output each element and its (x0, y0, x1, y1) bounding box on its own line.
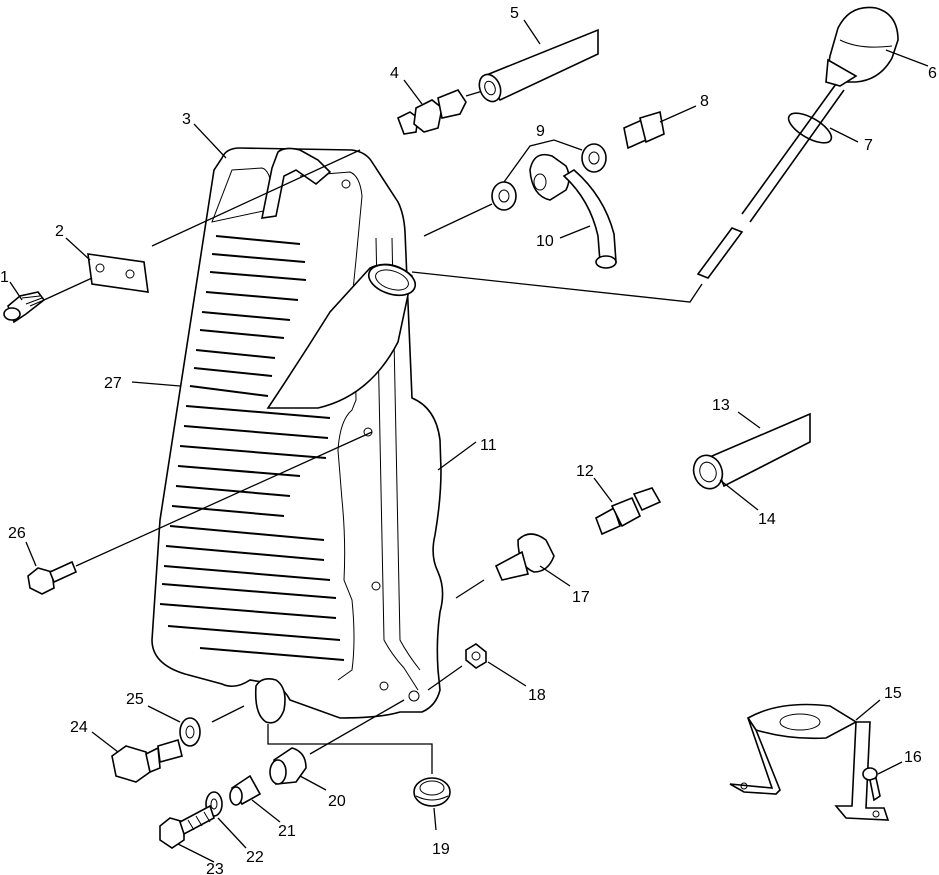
part-9-washers (491, 143, 607, 211)
callout-10: 10 (536, 233, 554, 250)
part-1-screw (3, 291, 46, 324)
part-25-washer (179, 717, 201, 747)
part-17-fitting (494, 533, 555, 581)
callout-23: 23 (206, 861, 224, 875)
callout-9: 9 (536, 123, 545, 140)
assembly-line-25 (211, 705, 245, 723)
callout-11: 11 (480, 437, 497, 454)
part-20-bushing (269, 747, 307, 785)
part-21-spacer (229, 774, 262, 806)
callout-15: 15 (884, 685, 902, 702)
assembly-line-20-19 (267, 724, 433, 774)
callout-3: 3 (182, 111, 191, 128)
callout-21: 21 (278, 823, 296, 840)
assembly-line-26 (75, 431, 373, 567)
part-5-hose (478, 28, 599, 103)
part-15-bracket (729, 703, 890, 821)
part-10-banjo (529, 153, 617, 269)
callout-27: 27 (104, 375, 122, 392)
part-12-fitting (595, 487, 662, 536)
callout-9-leaders (503, 139, 583, 183)
part-26-bolt (27, 560, 78, 595)
callout-12: 12 (576, 463, 594, 480)
part-18-nut (465, 643, 487, 669)
callout-4: 4 (390, 65, 399, 82)
assembly-line-banjo (423, 203, 493, 237)
callout-19: 19 (432, 841, 450, 858)
oil-tank (151, 147, 444, 724)
assembly-line-18 (427, 665, 463, 691)
callout-13: 13 (712, 397, 730, 414)
part-6-7-dipstick (696, 6, 899, 279)
part-13-14-hose (692, 412, 811, 490)
assembly-line-bracket (151, 149, 361, 247)
callout-25: 25 (126, 691, 144, 708)
callout-17: 17 (572, 589, 590, 606)
tank-ribs (159, 235, 345, 661)
callout-16: 16 (904, 749, 922, 766)
part-8-bolt (623, 110, 665, 150)
callout-leaders (9, 19, 929, 863)
callout-1: 1 (0, 269, 9, 286)
part-23-bolt (159, 804, 215, 849)
callout-20: 20 (328, 793, 346, 810)
callout-18: 18 (528, 687, 546, 704)
assembly-line-17 (455, 579, 485, 599)
callout-7: 7 (864, 137, 873, 154)
part-2-plate (87, 253, 149, 293)
callout-8: 8 (700, 93, 709, 110)
callout-24: 24 (70, 719, 88, 736)
callout-2: 2 (55, 223, 64, 240)
part-16-screw (862, 767, 881, 802)
callout-labels: 1 2 3 4 5 6 7 8 9 10 11 12 13 14 15 16 1… (0, 5, 937, 875)
assembly-line-dipstick (411, 271, 703, 303)
callout-26: 26 (8, 525, 26, 542)
assembly-line-plate (43, 277, 93, 301)
callout-22: 22 (246, 849, 264, 866)
part-19-grommet (413, 777, 451, 807)
assembly-line-20 (309, 699, 405, 755)
part-4-fitting (396, 89, 467, 135)
part-24-drain-bolt (111, 738, 183, 783)
callout-14: 14 (758, 511, 776, 528)
callout-6: 6 (928, 65, 937, 82)
callout-5: 5 (510, 5, 519, 22)
